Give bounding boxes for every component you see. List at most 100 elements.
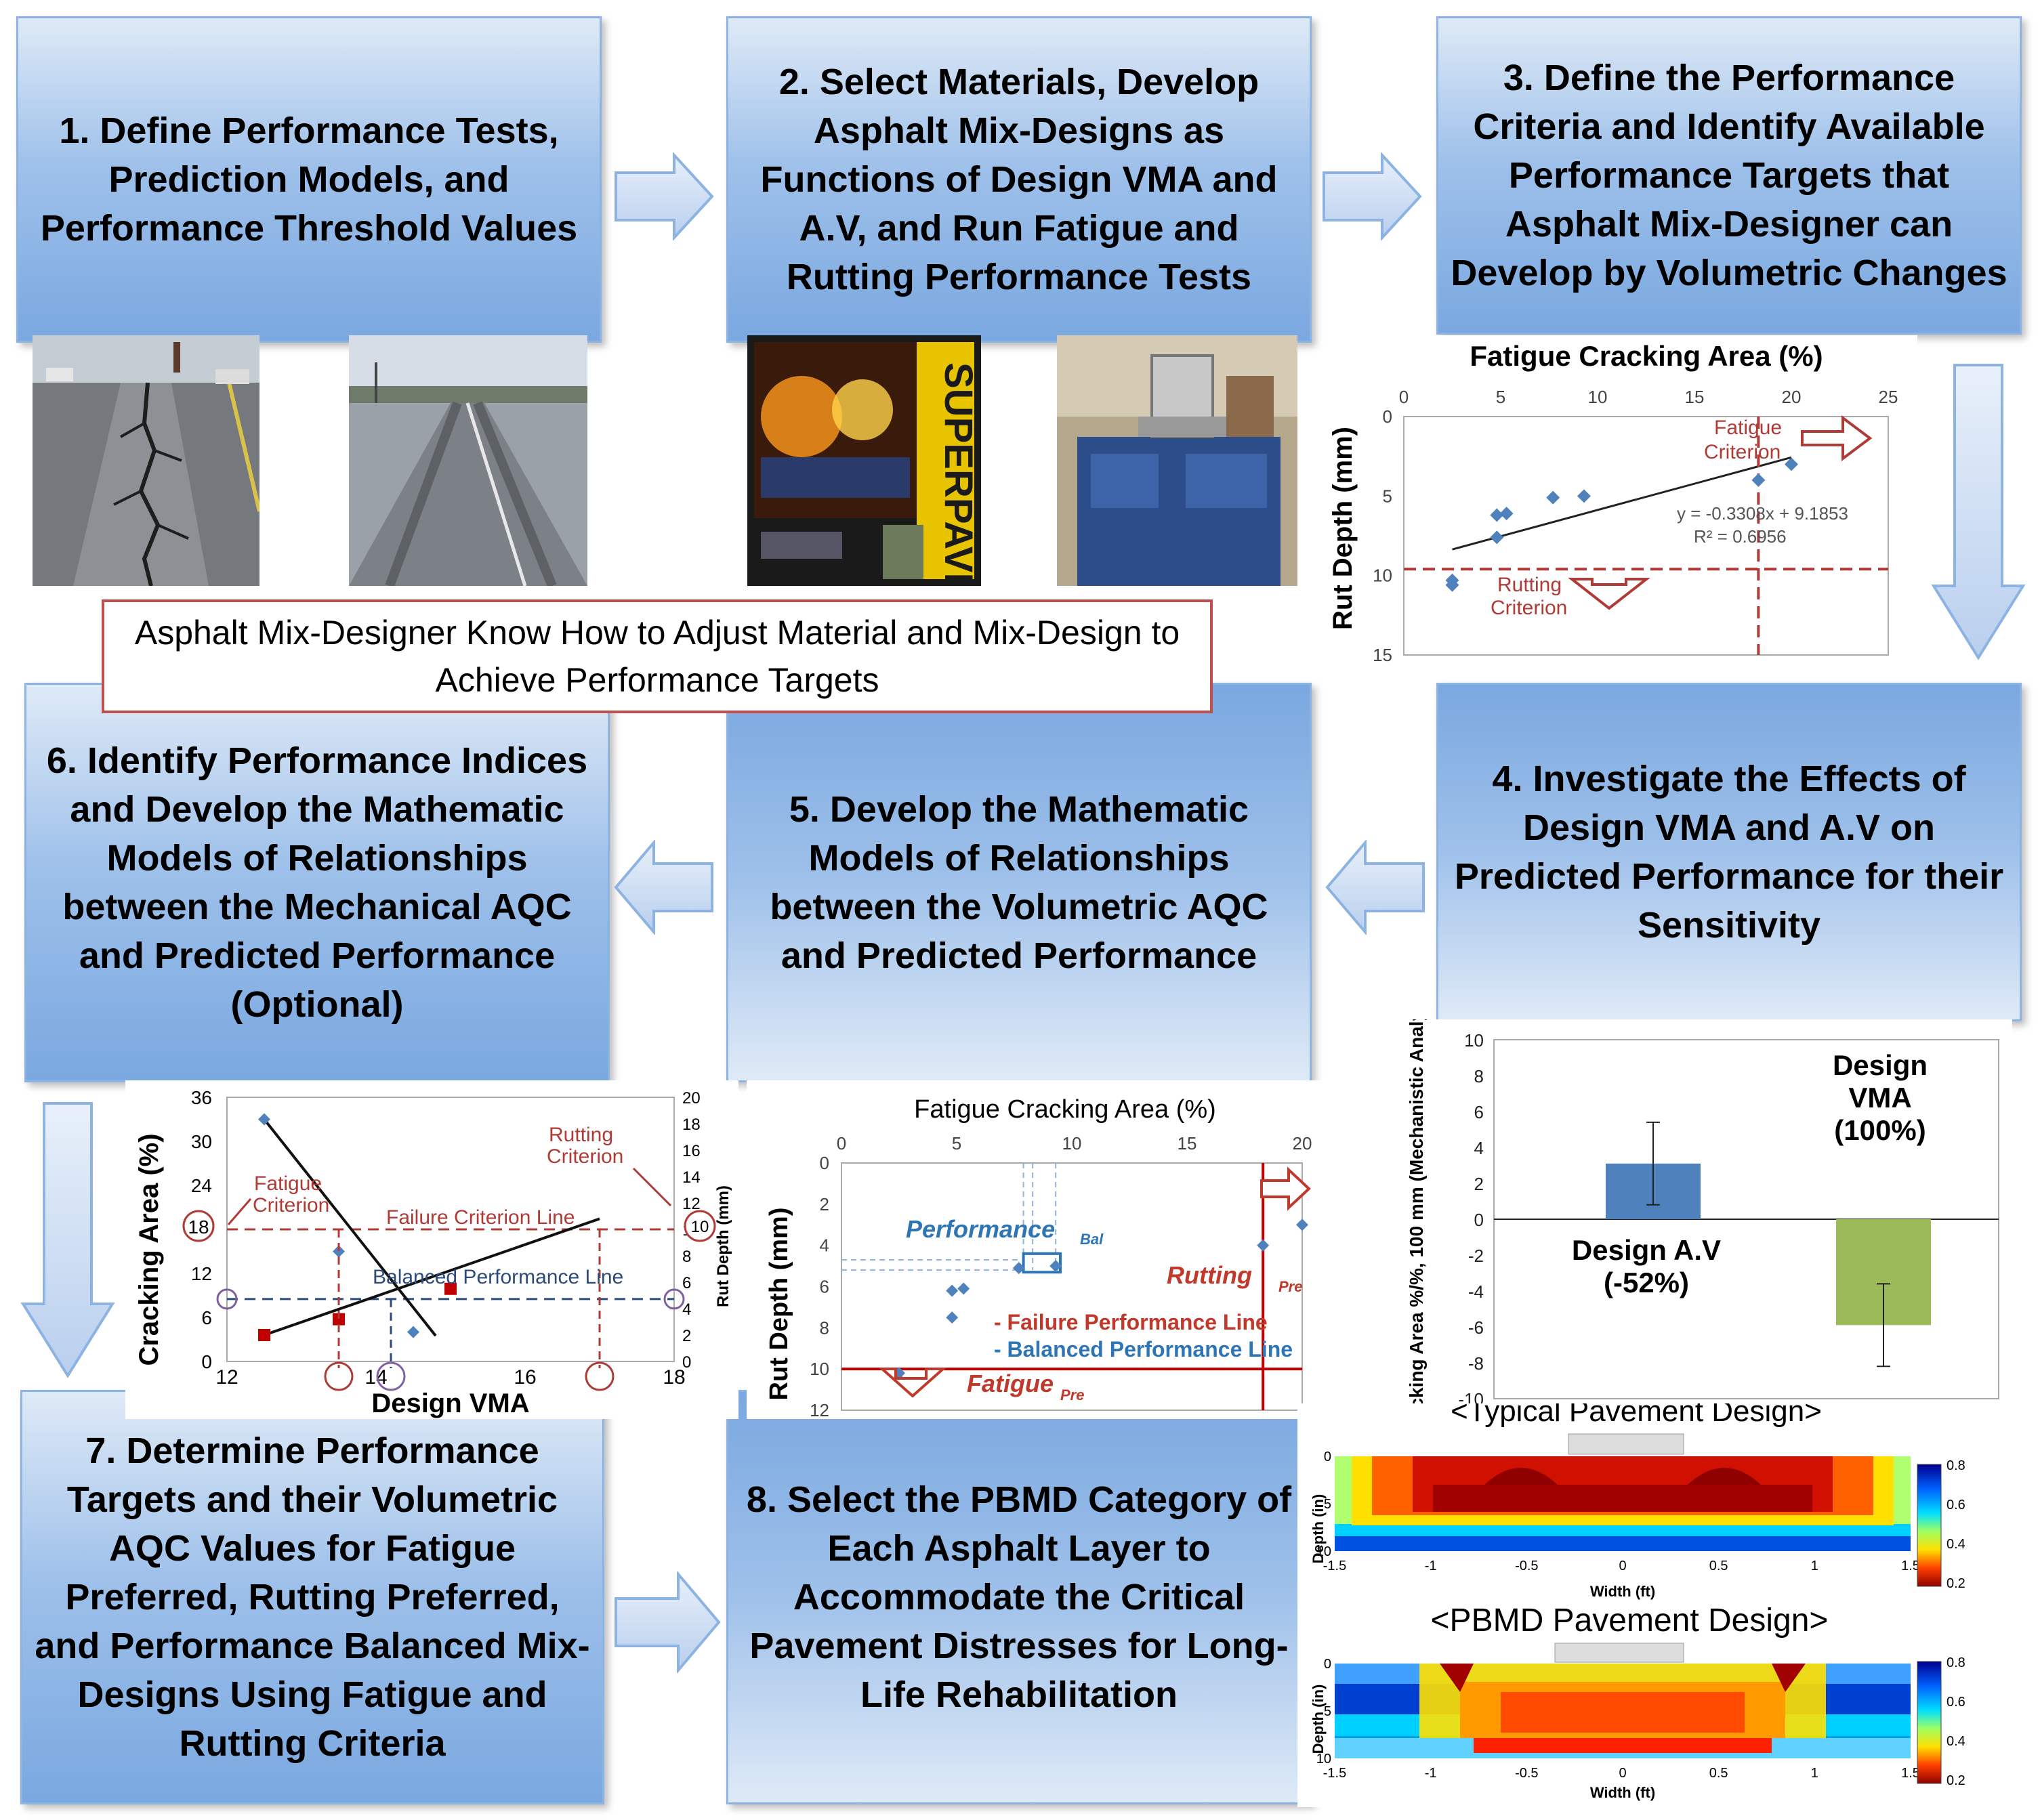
fatigue-rut-chart-top: Fatigue Cracking Area (%) Rut Depth (mm)… — [1328, 335, 1917, 667]
chart3-y2-circle-text: 10 — [691, 1218, 709, 1236]
chart1-equation: y = -0.3308x + 9.1853 — [1677, 503, 1848, 524]
step-7-box: 7. Determine Performance Targets and the… — [20, 1390, 604, 1804]
heatmap-y-tick: 0 — [1324, 1449, 1331, 1464]
chart1-data-point — [1751, 473, 1766, 487]
chart1-x-tick: 15 — [1685, 387, 1705, 407]
chart3-y2-tick: 2 — [682, 1327, 691, 1345]
step-3-box: 3. Define the Performance Criteria and I… — [1436, 16, 2022, 335]
fatigue-rut-chart-bottom: Fatigue Cracking Area (%) Rut Depth (mm)… — [747, 1080, 1331, 1420]
chart6-title: <PBMD Pavement Design> — [1431, 1604, 1829, 1638]
chart4-rutting-arrow-icon — [1260, 1166, 1311, 1211]
heatmap-x-tick: -1.5 — [1323, 1766, 1346, 1781]
heatmap-colorbar-tick: 0.4 — [1947, 1537, 1965, 1552]
chart4-x-tick: 0 — [837, 1133, 846, 1154]
heatmap-colorbar-tick: 0.8 — [1947, 1458, 1965, 1473]
chart4-x-tick: 20 — [1293, 1133, 1312, 1154]
chart3-cracking-line — [263, 1118, 437, 1337]
heatmap-y-tick: 10 — [1316, 1752, 1331, 1766]
chart6-tire-icon — [1554, 1643, 1684, 1663]
chart3-balanced-line-label: Balanced Performance Line — [373, 1266, 623, 1288]
step-7-text: 7. Determine Performance Targets and the… — [35, 1431, 590, 1764]
chart3-rutting-point — [444, 1282, 457, 1295]
chart3-cracking-point — [258, 1113, 270, 1126]
chart1-data-point — [1785, 457, 1798, 471]
chart3-y2-tick: 18 — [682, 1116, 701, 1134]
mix-designer-note: Asphalt Mix-Designer Know How to Adjust … — [102, 599, 1213, 713]
heatmap-x-tick: 1 — [1811, 1766, 1818, 1781]
chart4-y-tick: 2 — [820, 1194, 829, 1214]
chart6-xlabel: Width (ft) — [1590, 1784, 1655, 1801]
heatmap-colorbar-tick: 0.6 — [1947, 1498, 1965, 1512]
chart3-rutting-point — [258, 1329, 270, 1341]
chart4-legend-balanced: - Balanced Performance Line — [994, 1337, 1293, 1361]
step-6-text: 6. Identify Performance Indices and Deve… — [46, 740, 588, 1025]
chart2-y-tick: -6 — [1468, 1317, 1484, 1338]
chart1-y-tick: 15 — [1373, 645, 1392, 665]
chart1-x-tick: 10 — [1588, 387, 1608, 407]
chart3-x-tick: 16 — [514, 1366, 536, 1389]
arrow-right-1-2-icon — [615, 152, 714, 240]
step-2-text: 2. Select Materials, Develop Asphalt Mix… — [760, 62, 1278, 297]
mix-designer-note-text: Asphalt Mix-Designer Know How to Adjust … — [134, 614, 1180, 699]
chart4-y-tick: 10 — [810, 1359, 829, 1379]
heatmap-x-tick: 0 — [1619, 1559, 1626, 1573]
chart4-y-tick: 4 — [820, 1235, 829, 1256]
chart3-x-tick: 12 — [215, 1366, 238, 1389]
chart3-y-tick: 6 — [201, 1307, 212, 1328]
chart3-y2-tick: 8 — [682, 1248, 691, 1266]
chart4-y-tick: 0 — [820, 1153, 829, 1173]
heatmap-colorbar-tick: 0.2 — [1947, 1773, 1965, 1788]
chart5-ylabel: Depth (in) — [1310, 1494, 1327, 1564]
chart2-y-tick: 8 — [1474, 1066, 1484, 1086]
chart4-plot-area — [841, 1162, 1303, 1411]
book-title: SUPERPAVE — [936, 362, 980, 586]
chart4-fatigue-arrow-icon — [878, 1368, 947, 1398]
chart6-colorbar — [1917, 1661, 1942, 1784]
chart1-ylabel: Rut Depth (mm) — [1328, 427, 1358, 630]
heatmap-x-tick: 1.5 — [1901, 1559, 1920, 1573]
heatmap-y-tick: 0 — [1324, 1657, 1331, 1672]
chart5-xlabel: Width (ft) — [1590, 1583, 1655, 1600]
arrow-right-2-3-icon — [1323, 152, 1422, 240]
sensitivity-bar-chart: ΔCracking Area %/%, 100 mm (Mechanistic … — [1382, 978, 2012, 1454]
chart3-y-tick: 0 — [201, 1351, 212, 1372]
chart5-heatmap — [1335, 1456, 1911, 1551]
chart3-y2-tick: 4 — [682, 1300, 691, 1319]
chart1-r2: R² = 0.6956 — [1694, 526, 1787, 547]
chart5-colorbar — [1917, 1464, 1942, 1587]
chart3-ylabel: Cracking Area (%) — [134, 1133, 164, 1366]
chart3-fatigue-pointer — [227, 1198, 252, 1225]
chart4-data-point — [1296, 1219, 1308, 1231]
chart3-y-tick: 24 — [191, 1175, 212, 1196]
heatmap-x-tick: 1 — [1811, 1559, 1818, 1573]
chart6-ylabel: Depth (in) — [1310, 1685, 1327, 1754]
chart5-tire-icon — [1568, 1433, 1684, 1455]
chart4-x-tick: 15 — [1178, 1133, 1197, 1154]
chart2-bar-label: (-52%) — [1604, 1267, 1689, 1298]
chart3-y2-tick: 12 — [682, 1195, 701, 1213]
chart3-rutting-pointer — [632, 1167, 672, 1207]
heatmap-x-tick: 0.5 — [1709, 1559, 1728, 1573]
step-8-text: 8. Select the PBMD Category of Each Asph… — [746, 1479, 1292, 1715]
step-1-text: 1. Define Performance Tests, Prediction … — [40, 110, 578, 249]
step-4-text: 4. Investigate the Effects of Design VMA… — [1454, 759, 2004, 946]
chart1-data-point — [1445, 578, 1459, 592]
chart3-rutting-line — [264, 1217, 600, 1336]
chart2-y-tick: 6 — [1474, 1102, 1484, 1122]
chart3-y2-tick: 14 — [682, 1168, 701, 1187]
chart3-x-circle — [376, 1361, 406, 1391]
step-6-box: 6. Identify Performance Indices and Deve… — [24, 683, 610, 1082]
chart1-title: Fatigue Cracking Area (%) — [1470, 340, 1823, 372]
cracked-road-photo — [33, 335, 259, 586]
heatmap-x-tick: -0.5 — [1515, 1766, 1538, 1781]
heatmap-y-tick: 10 — [1316, 1544, 1331, 1559]
chart1-fatigue-arrow-icon — [1801, 415, 1873, 461]
heatmap-x-tick: 0.5 — [1709, 1766, 1728, 1781]
chart3-y-tick: 12 — [191, 1263, 212, 1284]
chart4-balanced-box — [1022, 1252, 1062, 1274]
chart3-rutting-point — [333, 1313, 345, 1326]
chart1-x-tick: 25 — [1879, 387, 1898, 407]
chart3-y2label: Rut Depth (mm) — [714, 1185, 732, 1307]
chart1-rutting-arrow-icon — [1568, 578, 1650, 610]
